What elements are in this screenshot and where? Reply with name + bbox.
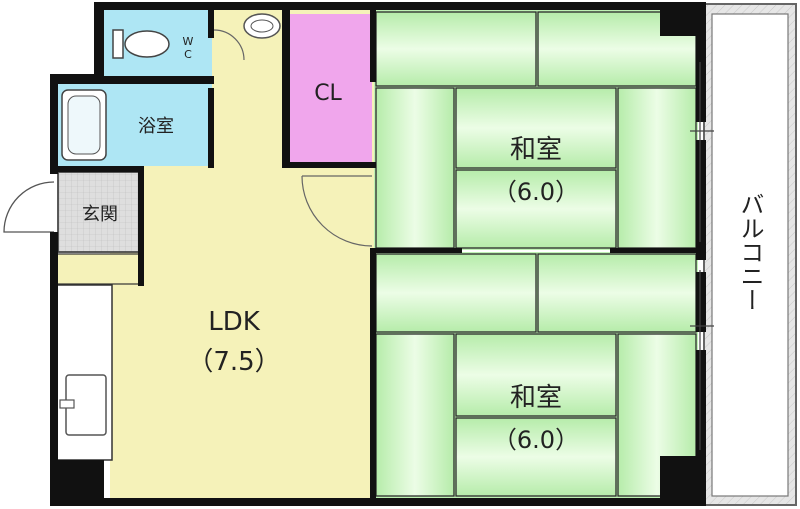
ldk-door-swing bbox=[301, 175, 373, 247]
entrance-door-swing bbox=[3, 181, 55, 233]
closet: CL bbox=[288, 14, 372, 164]
wc-label-w: W bbox=[183, 35, 194, 48]
washitsu-top-size: （6.0） bbox=[493, 178, 579, 206]
entrance-label: 玄関 bbox=[82, 204, 118, 225]
toilet-bowl bbox=[124, 30, 170, 58]
entrance: 玄関 bbox=[3, 171, 143, 253]
washitsu-bottom-name: 和室 bbox=[510, 383, 562, 413]
wc-door-swing bbox=[213, 29, 245, 61]
bath-label: 浴室 bbox=[138, 116, 174, 137]
ldk-name: LDK bbox=[208, 307, 261, 337]
walls bbox=[50, 2, 706, 506]
bathroom: 浴室 bbox=[56, 84, 212, 166]
sink-faucet bbox=[59, 399, 75, 409]
toilet-tank bbox=[112, 29, 124, 59]
ldk-size: （7.5） bbox=[187, 347, 280, 377]
closet-label: CL bbox=[314, 81, 342, 106]
washitsu-bottom: 和室 （6.0） bbox=[374, 252, 698, 498]
window-marks bbox=[690, 62, 714, 450]
balcony-label: バルコニー bbox=[736, 192, 764, 312]
washitsu-bottom-size: （6.0） bbox=[493, 426, 579, 454]
wc-label-c: C bbox=[184, 48, 192, 61]
wc-room: W C bbox=[104, 8, 245, 80]
washitsu-top: 和室 （6.0） bbox=[374, 10, 698, 250]
balcony: バルコニー bbox=[703, 3, 797, 506]
hand-wash-basin bbox=[243, 13, 281, 39]
washitsu-top-name: 和室 bbox=[510, 135, 562, 165]
